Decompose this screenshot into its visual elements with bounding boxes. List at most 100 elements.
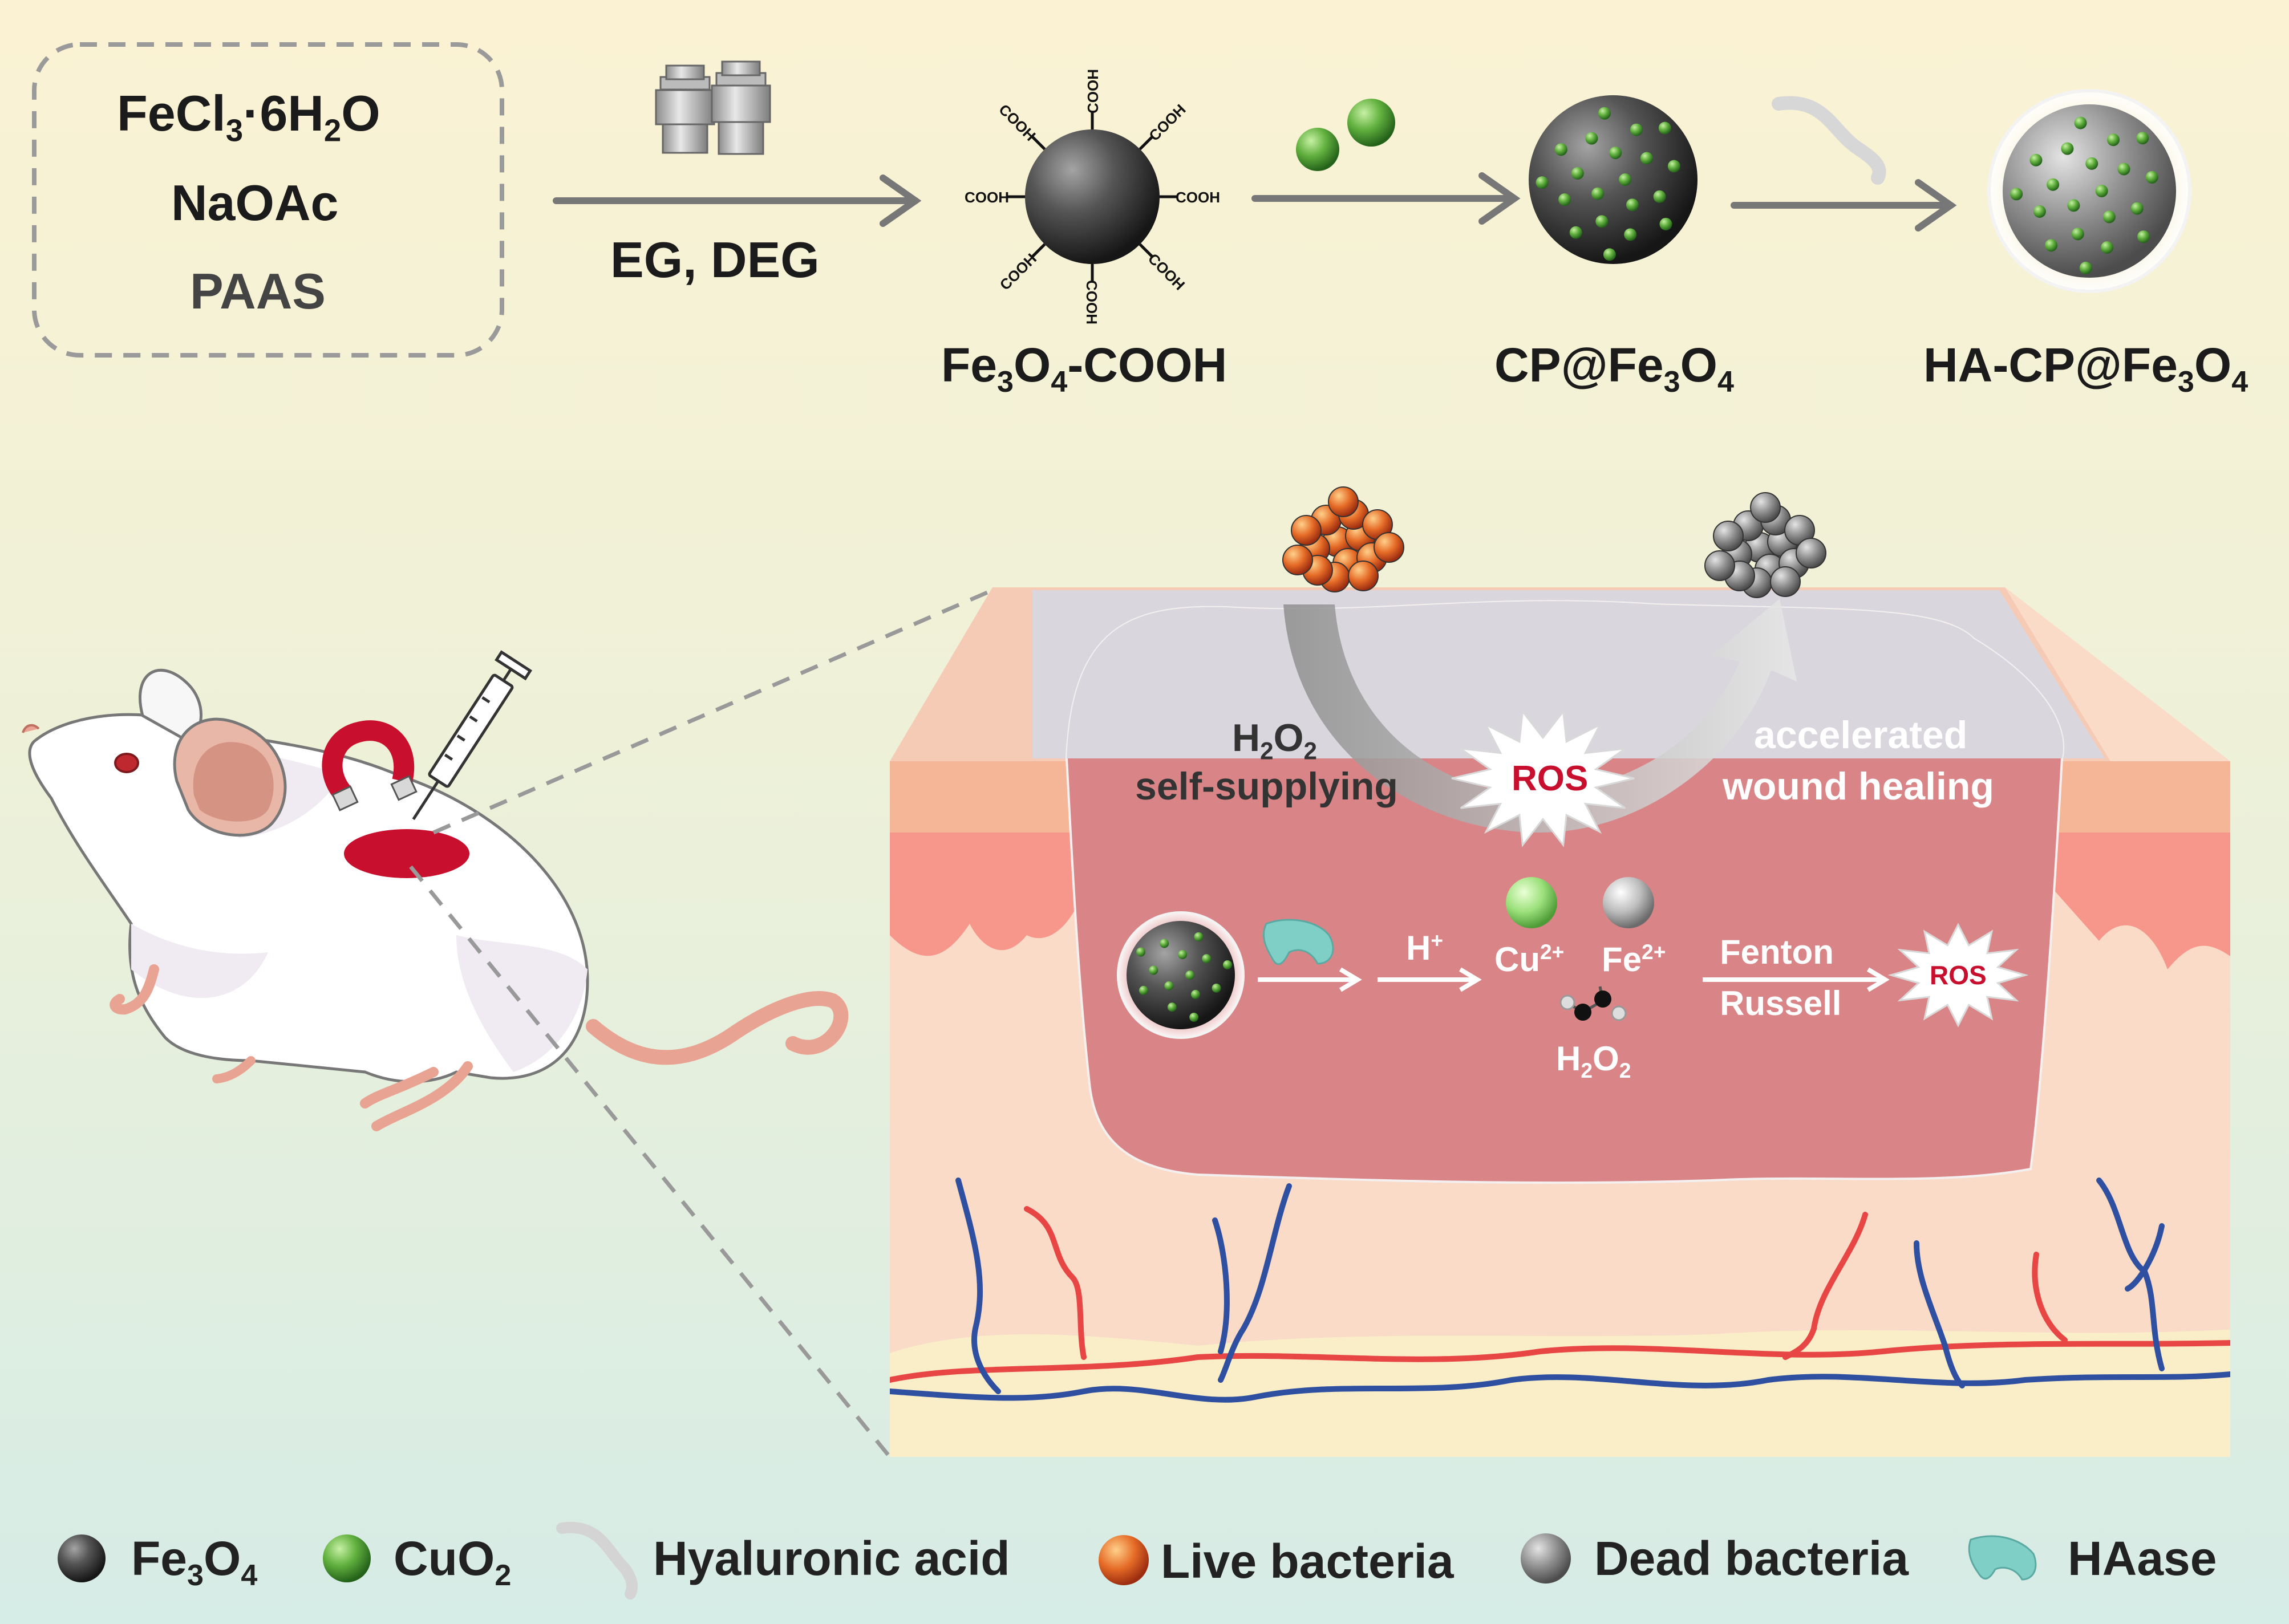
cuo2-dot [1609, 147, 1622, 160]
fe2-label: Fe2+ [1602, 940, 1666, 979]
cuo2-dot [1624, 228, 1637, 241]
bacterium [1704, 550, 1735, 581]
cuo2-dot [1630, 123, 1643, 136]
cuo2-dot [1164, 981, 1174, 990]
cooh-bond [1031, 135, 1046, 151]
cuo2-dot [1139, 985, 1148, 995]
step1-solvent-label: EG, DEG [610, 232, 820, 288]
russell-label: Russell [1720, 984, 1842, 1022]
cuo2-dot [1189, 1012, 1199, 1022]
bacterium [1770, 566, 1801, 597]
mechanism-arrows [1258, 967, 1890, 992]
cuo2-dot [1640, 152, 1653, 165]
bacterium [1291, 515, 1322, 546]
cooh-group-label: COOH [1145, 250, 1188, 293]
nanoparticle-in-wound [1117, 911, 1245, 1039]
cuo2-dot [1603, 248, 1616, 261]
label-cp-fe3o4: CP@Fe3O4 [1494, 338, 1734, 399]
cuo2-dot [1202, 954, 1212, 964]
cooh-bond [1139, 135, 1154, 151]
cuo2-dot [1619, 173, 1632, 186]
syringe-icon [412, 650, 533, 821]
cuo2-dot [2047, 178, 2060, 191]
cuo2-dot [2067, 199, 2080, 212]
cuo2-dot [2085, 157, 2098, 170]
autoclave-reactor-icon [655, 60, 771, 155]
cooh-group-label: COOH [996, 250, 1040, 293]
bacterium [1348, 561, 1379, 591]
h2o2-mech-label: H2O2 [1556, 1040, 1631, 1082]
ros-burst-small [1887, 923, 2029, 1028]
ros-burst-main [1451, 709, 1635, 847]
cuo2-dot [2137, 230, 2150, 243]
treatment-curve-arrow [1283, 599, 1797, 833]
cuo2-sphere-icon [323, 1534, 371, 1582]
cuo2-dot [2033, 205, 2046, 218]
bacterium [1750, 492, 1781, 523]
bacterium [1713, 521, 1744, 551]
reagent-naoac: NaOAc [171, 174, 339, 231]
cuo2-dot [1598, 107, 1611, 120]
cooh-group-label: COOH [1084, 69, 1101, 113]
fe3o4-sphere-icon [58, 1534, 106, 1582]
h-plus-label: H+ [1406, 928, 1444, 967]
cuo2-dot [1136, 947, 1146, 957]
cuo2-dot [1585, 132, 1598, 145]
cu2-label: Cu2+ [1494, 940, 1565, 979]
reagent-fecl3: FeCl3·6H2O [117, 85, 380, 148]
dead-bacteria-icon [1521, 1533, 1571, 1584]
cuo2-dot [1554, 143, 1567, 156]
cuo2-dot [1595, 215, 1609, 228]
cuo2-dot [1149, 965, 1158, 975]
cuo2-reagent-spheres [1296, 99, 1395, 171]
hyaluronic-acid-strand-icon [1772, 96, 1886, 185]
label-fe3o4-cooh: Fe3O4-COOH [941, 338, 1227, 399]
legend-cuo2: CuO2 [394, 1532, 512, 1592]
self-supplying-label: self-supplying [1135, 765, 1398, 808]
cuo2-dot [2029, 153, 2043, 167]
label-ha-cp-fe3o4: HA-CP@Fe3O4 [1923, 338, 2249, 399]
cp-fe3o4-particle [1529, 95, 1697, 264]
cuo2-dot [2136, 132, 2149, 145]
cuo2-dot [1160, 939, 1169, 948]
wound-healing-label: wound healing [1723, 765, 1994, 808]
cooh-group-label: COOH [965, 189, 1009, 206]
cooh-group-label: COOH [995, 101, 1039, 144]
h2o2-molecule-icon [1559, 986, 1627, 1021]
cuo2-dot [1178, 950, 1188, 960]
h2o2-label: H2O2 [1232, 716, 1317, 765]
cuo2-dot [2079, 261, 2092, 274]
ros-main-label: ROS [1512, 759, 1589, 798]
bacterium [1282, 545, 1313, 575]
mouse-wound-site [344, 829, 469, 878]
cuo2-dot [1569, 226, 1582, 239]
cooh-group-label: COOH [1176, 189, 1220, 206]
cuo2-dot [2061, 142, 2074, 155]
legend-hyaluronic-acid: Hyaluronic acid [653, 1532, 1010, 1585]
cuo2-dot [2071, 228, 2084, 241]
cuo2-dot [1626, 198, 1639, 212]
accelerated-label: accelerated [1754, 713, 1968, 757]
bacterium [1328, 486, 1359, 517]
magnet-icon [322, 720, 418, 811]
cuo2-dot [1591, 187, 1605, 200]
live-bacteria-cluster [1282, 486, 1404, 592]
cuo2-dot [1571, 167, 1584, 180]
cooh-group-label: COOH [1083, 280, 1100, 324]
ros-small-label: ROS [1930, 960, 1987, 990]
hyaluronic-acid-curve-icon [556, 1521, 638, 1599]
dead-bacteria-cluster [1704, 492, 1826, 598]
cuo2-dot [2010, 188, 2023, 201]
fenton-label: Fenton [1720, 933, 1834, 971]
legend-dead-bacteria: Dead bacteria [1594, 1532, 1909, 1585]
cuo2-dot [1658, 121, 1671, 135]
cooh-group-label: COOH [1145, 101, 1189, 144]
fe2-ion-sphere [1603, 877, 1654, 928]
cuo2-dot [2074, 116, 2087, 129]
legend-live-bacteria: Live bacteria [1161, 1534, 1454, 1588]
cuo2-dot [1558, 193, 1571, 206]
legend-fe3o4: Fe3O4 [131, 1532, 258, 1592]
mouse-illustration [22, 668, 849, 1131]
bacterium [1374, 532, 1404, 563]
